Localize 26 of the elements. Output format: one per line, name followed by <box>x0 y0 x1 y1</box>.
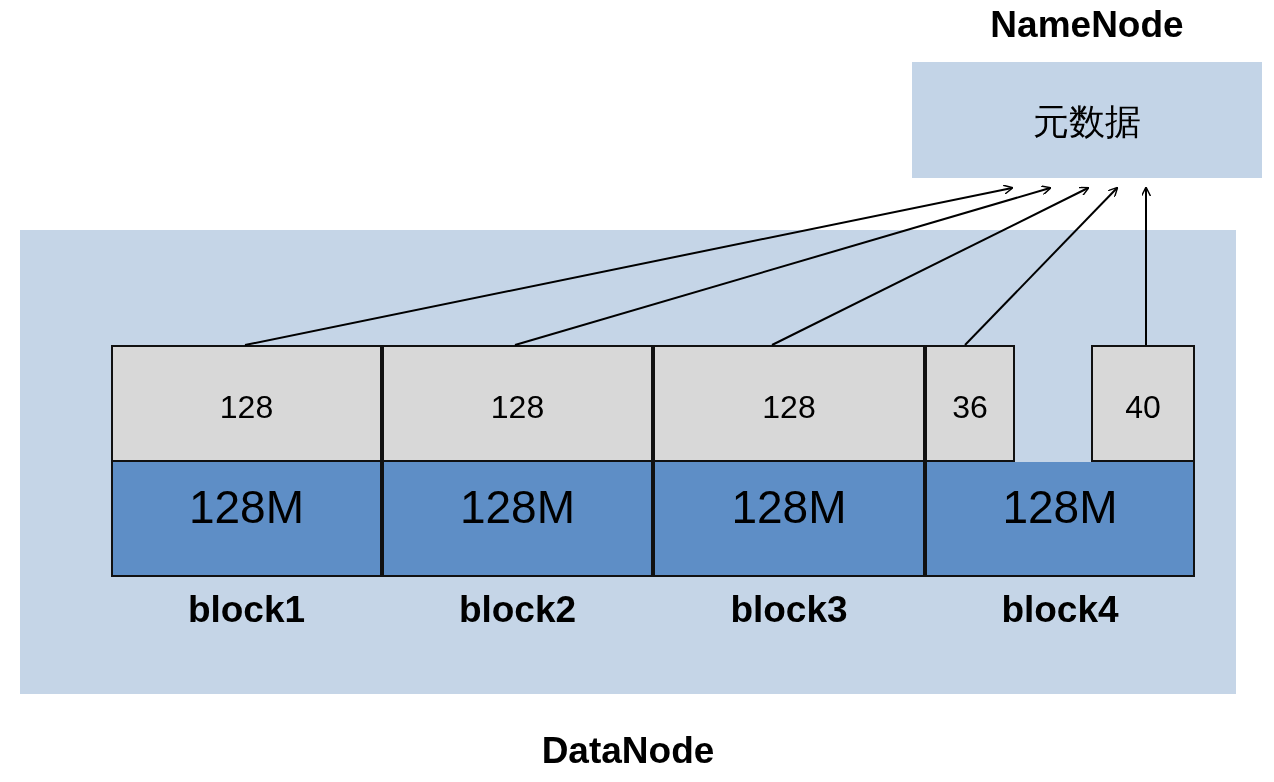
size-box <box>382 345 653 462</box>
block-label: block2 <box>457 589 578 631</box>
size-box <box>925 345 1015 462</box>
box-label: 40 <box>1124 389 1162 426</box>
box-label: 元数据 <box>1032 100 1142 144</box>
box-label: 128 <box>218 389 275 426</box>
box-label: 128M <box>1001 480 1119 534</box>
size-box <box>111 345 382 462</box>
box-label: 128 <box>489 389 546 426</box>
box-label: 128M <box>730 480 848 534</box>
size-box <box>653 345 925 462</box>
block-label: block3 <box>729 589 849 631</box>
arrow <box>771 186 1090 346</box>
arrow <box>964 186 1119 346</box>
arrow <box>244 184 1014 346</box>
arrow <box>1140 186 1152 346</box>
size-box <box>1091 345 1195 462</box>
box-label: 128 <box>761 389 817 426</box>
box-label: 128M <box>458 480 577 534</box>
arrow <box>514 185 1052 346</box>
node-heading: NameNode <box>989 4 1185 46</box>
box-label: 128M <box>187 480 306 534</box>
block-label: block4 <box>1000 589 1120 631</box>
box-label: 36 <box>951 389 989 426</box>
node-heading: DataNode <box>540 730 716 772</box>
block-label: block1 <box>186 589 307 631</box>
